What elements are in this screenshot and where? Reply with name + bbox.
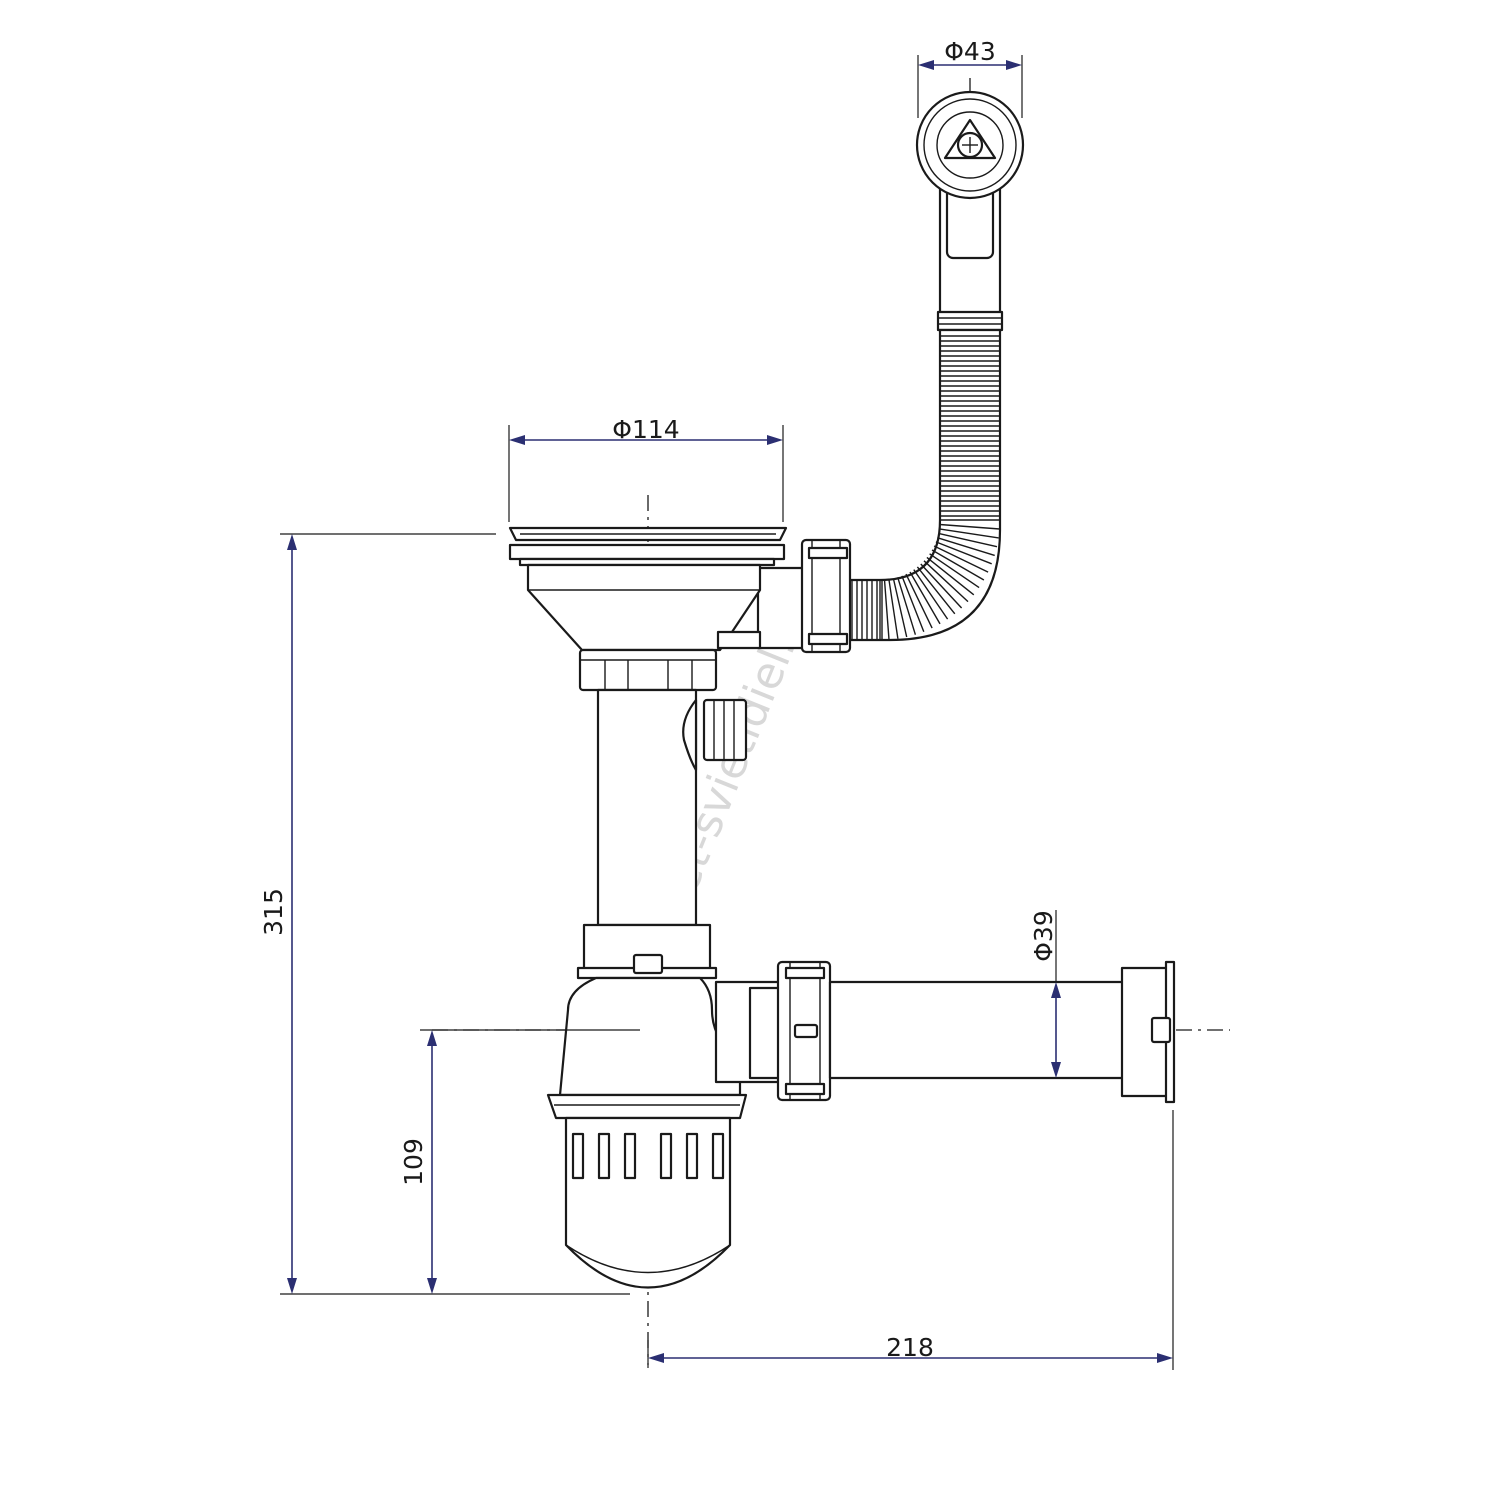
- hose-bend-rib: [913, 569, 949, 620]
- dimension-total-height: 315: [259, 534, 297, 1294]
- cup-rib: [659, 1132, 673, 1180]
- dimension-strainer: Φ114: [509, 415, 783, 445]
- hose-bend-rib: [897, 577, 917, 635]
- dimension-overflow: Φ43: [918, 37, 1022, 70]
- hose-bend-rib: [892, 578, 908, 638]
- cup-rib: [685, 1132, 699, 1180]
- cup-rib: [711, 1132, 725, 1180]
- hose-bend-rib: [901, 575, 925, 632]
- hose-bend-rib: [931, 549, 985, 581]
- hose-bend-rib: [939, 523, 1000, 530]
- dim-label-overflow-dia: Φ43: [944, 37, 996, 66]
- hose-ribs: [851, 335, 1000, 640]
- hose-bend-rib: [905, 573, 933, 629]
- trap-cup-ribs: [571, 1132, 725, 1180]
- hose-bend-rib: [923, 560, 969, 603]
- hose-bend-rib: [888, 579, 899, 639]
- hose-connector: [756, 538, 852, 654]
- cup-rib: [571, 1132, 585, 1180]
- dim-label-outlet-dia: Φ39: [1029, 910, 1058, 962]
- hose-bend-rib: [935, 541, 992, 565]
- hose-bend-rib: [916, 566, 956, 615]
- tailpipe-assembly: [576, 688, 748, 980]
- hose-bend-rib: [939, 528, 999, 539]
- hose-bend-rib: [933, 545, 989, 573]
- hose-bend-rib: [929, 553, 980, 589]
- tailpipe: [596, 688, 698, 927]
- overflow-assembly: [846, 90, 1025, 642]
- overflow-inlet-pipe: [756, 566, 808, 650]
- trap-ring: [546, 1093, 748, 1120]
- dim-label-total-height: 315: [259, 888, 288, 936]
- bottle-trap: [546, 976, 748, 1289]
- appliance-spigot: [702, 698, 748, 762]
- hose-bend-rib: [938, 532, 998, 548]
- hose-bend-rib: [937, 537, 995, 557]
- nut-tab: [632, 953, 664, 975]
- outlet-pipe: [828, 980, 1126, 1080]
- cup-rib: [597, 1132, 611, 1180]
- spigot-base: [682, 698, 698, 772]
- connector-nut: [800, 538, 852, 654]
- outlet-assembly: [714, 960, 1176, 1104]
- hose-bend-rib: [909, 571, 941, 625]
- hose-bend-rib: [926, 556, 975, 596]
- overflow-collar: [936, 310, 1004, 332]
- dimension-trap-height: 109: [399, 1030, 437, 1294]
- dim-label-strainer-dia: Φ114: [612, 415, 679, 444]
- cup-rib: [623, 1132, 637, 1180]
- dimension-outlet-length: 218: [647, 1333, 1173, 1368]
- trap-body: [558, 976, 742, 1097]
- hose-bend-rib: [883, 579, 890, 640]
- strainer-washer: [508, 543, 786, 561]
- dim-label-outlet-length: 218: [886, 1333, 934, 1362]
- strainer-outlet-lug: [716, 630, 762, 650]
- dimension-outlet: Φ39: [1029, 910, 1061, 1078]
- trap-cup: [564, 1116, 732, 1289]
- dim-label-trap-height: 109: [399, 1138, 428, 1186]
- strainer-nut: [578, 648, 718, 692]
- hose-bend-rib: [920, 563, 963, 609]
